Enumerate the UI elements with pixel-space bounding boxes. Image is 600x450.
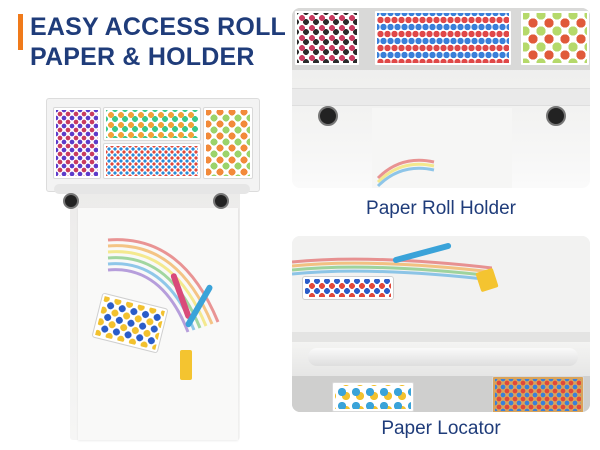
title-line-2: PAPER & HOLDER	[30, 43, 255, 71]
roll-knob-icon	[213, 193, 229, 209]
title-line-1: EASY ACCESS ROLL	[30, 13, 287, 41]
marker-bin	[294, 10, 360, 66]
book-stack	[332, 382, 414, 412]
paper-roll-holder-photo	[292, 8, 590, 188]
crayon-cups	[103, 107, 201, 141]
watercolor-palette	[302, 276, 394, 300]
roll-knob-icon	[546, 106, 566, 126]
abacus-toy	[492, 376, 584, 412]
marker-bin	[53, 107, 101, 179]
storage-organizer	[46, 98, 260, 192]
paper-roll-bar	[292, 88, 590, 106]
roll-knob-icon	[63, 193, 79, 209]
paint-pot-bin	[520, 10, 590, 66]
title-accent-bar	[18, 14, 23, 50]
paint-pot-bin	[203, 107, 253, 179]
desk-edge	[292, 332, 590, 342]
roll-knob-icon	[318, 106, 338, 126]
pen-tray	[374, 10, 512, 66]
paper-locator-photo	[292, 236, 590, 412]
paper-roll	[308, 348, 578, 366]
caption-paper-roll-holder: Paper Roll Holder	[366, 198, 516, 219]
lower-shelf	[292, 376, 590, 412]
caption-paper-locator: Paper Locator	[381, 418, 501, 439]
paper-roll-bar	[54, 184, 250, 194]
paint-tube	[180, 350, 192, 380]
organizer-top	[292, 8, 590, 70]
page-title: EASY ACCESS ROLL PAPER & HOLDER	[30, 12, 286, 72]
rainbow-drawing	[292, 257, 492, 282]
rainbow-drawing	[376, 158, 435, 188]
pen-tray	[103, 143, 201, 179]
